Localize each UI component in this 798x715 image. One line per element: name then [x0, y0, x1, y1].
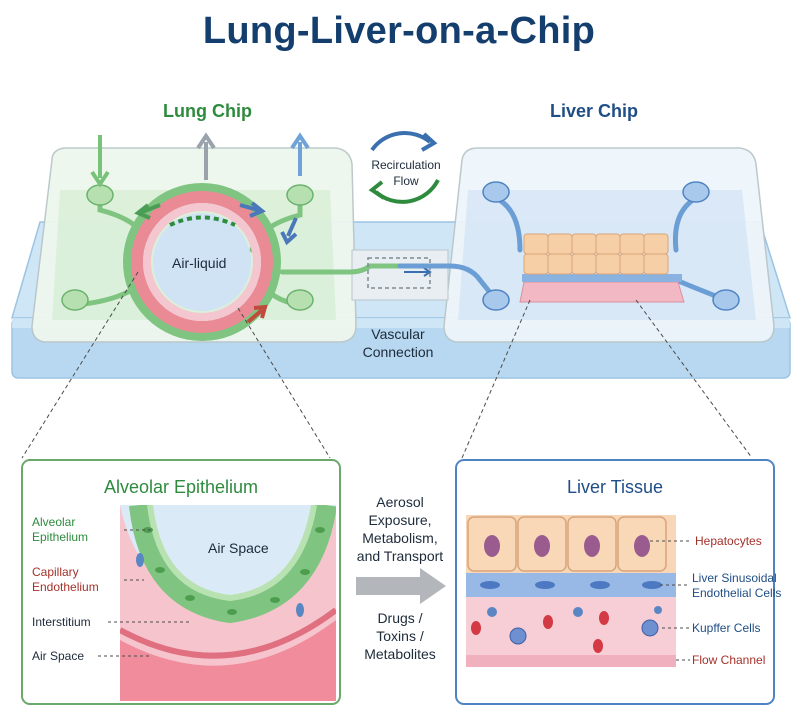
middle-text-top-3: Metabolism, [362, 530, 438, 546]
liver-tissue-strip [519, 233, 685, 303]
liver-wells [482, 181, 740, 311]
label-lsec-1: Liver Sinusoidal [692, 571, 777, 585]
label-capillary-endothelium-1: Capillary [32, 565, 79, 579]
recirculation-label-1: Recirculation [371, 158, 441, 172]
label-alveolar-epithelium-1: Alveolar [32, 515, 76, 529]
label-capillary-endothelium-2: Endothelium [32, 580, 99, 594]
middle-text-top-2: Exposure, [368, 512, 432, 528]
label-flow-channel: Flow Channel [692, 653, 766, 667]
liver-panel-heading: Liver Tissue [566, 477, 664, 497]
air-liquid-interface [123, 183, 281, 341]
middle-text-top-1: Aerosol [376, 494, 424, 510]
alveolar-panel [21, 459, 341, 705]
lung-chip-heading: Lung Chip [163, 101, 252, 121]
liver-panel [455, 459, 775, 705]
label-alveolar-epithelium-2: Epithelium [32, 530, 89, 544]
label-kupffer-cells: Kupffer Cells [692, 621, 761, 635]
lung-arrows [90, 132, 310, 324]
middle-text-bottom-2: Toxins / [376, 628, 424, 644]
recirculation-arrows [368, 131, 440, 204]
air-liquid-label: Air-liquid [172, 255, 227, 271]
vascular-label-1: Vascular [371, 326, 425, 342]
label-hepatocytes: Hepatocytes [695, 534, 762, 548]
label-interstitium: Interstitium [32, 615, 91, 629]
middle-text-bottom-1: Drugs / [377, 610, 423, 626]
middle-text-top-4: and Transport [356, 548, 444, 564]
middle-text-bottom-3: Metabolites [364, 646, 436, 662]
alveolar-panel-heading: Alveolar Epithelium [103, 477, 259, 497]
transfer-arrow [356, 568, 446, 604]
vascular-label-2: Connection [362, 344, 434, 360]
alveolar-air-space-top: Air Space [208, 540, 269, 556]
liver-chip-heading: Liver Chip [550, 101, 639, 121]
page-title: Lung-Liver-on-a-Chip [202, 10, 596, 52]
zoom-leader-lines [21, 271, 753, 459]
label-air-space: Air Space [32, 649, 85, 663]
recirculation-label-2: Flow [393, 174, 419, 188]
lung-wells [61, 184, 314, 311]
label-lsec-2: Endothelial Cells [692, 586, 782, 600]
